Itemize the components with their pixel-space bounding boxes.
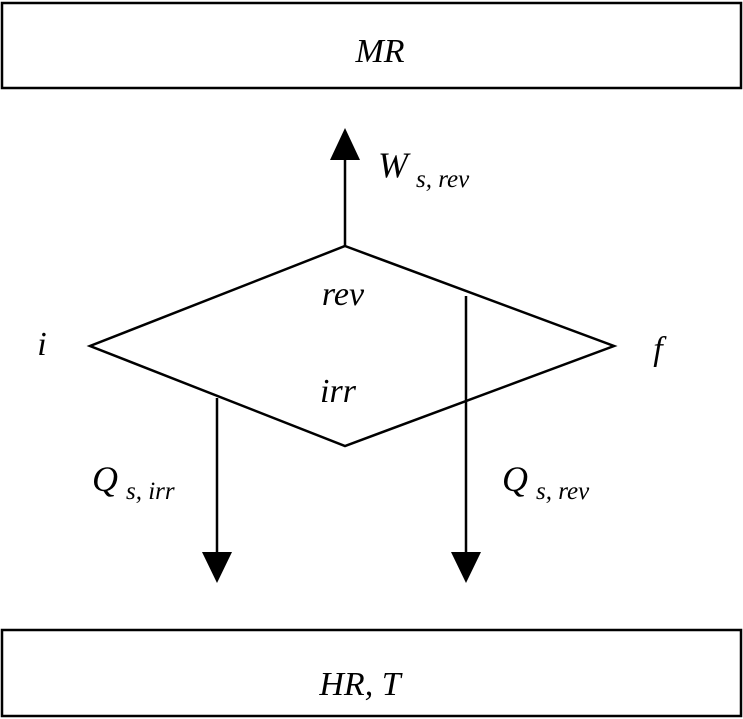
heat-reservoir-label: HR, T (318, 666, 402, 703)
mechanical-reservoir-box (0, 1, 743, 90)
initial-state-label: i (37, 326, 46, 363)
heat-reservoir-box (0, 628, 743, 718)
work-symbol: W (378, 145, 411, 185)
lower-path-label: irr (320, 373, 357, 410)
work-subscript: s, rev (416, 166, 470, 193)
upper-path-label: rev (322, 276, 365, 313)
heat-irr-symbol: Q (92, 459, 118, 499)
work-label: W s, rev (378, 145, 470, 193)
heat-irr-arrow-head (202, 552, 232, 583)
work-arrow-head (330, 128, 360, 160)
final-state-label: f (653, 331, 667, 368)
heat-rev-arrow-head (451, 552, 481, 583)
heat-rev-symbol: Q (502, 459, 528, 499)
heat-rev-subscript: s, rev (536, 478, 590, 505)
process-rhombus (86, 244, 618, 448)
heat-irr-subscript: s, irr (126, 478, 175, 505)
mechanical-reservoir-label: MR (354, 33, 404, 70)
heat-rev-label: Q s, rev (502, 459, 590, 505)
heat-irr-label: Q s, irr (92, 459, 175, 505)
